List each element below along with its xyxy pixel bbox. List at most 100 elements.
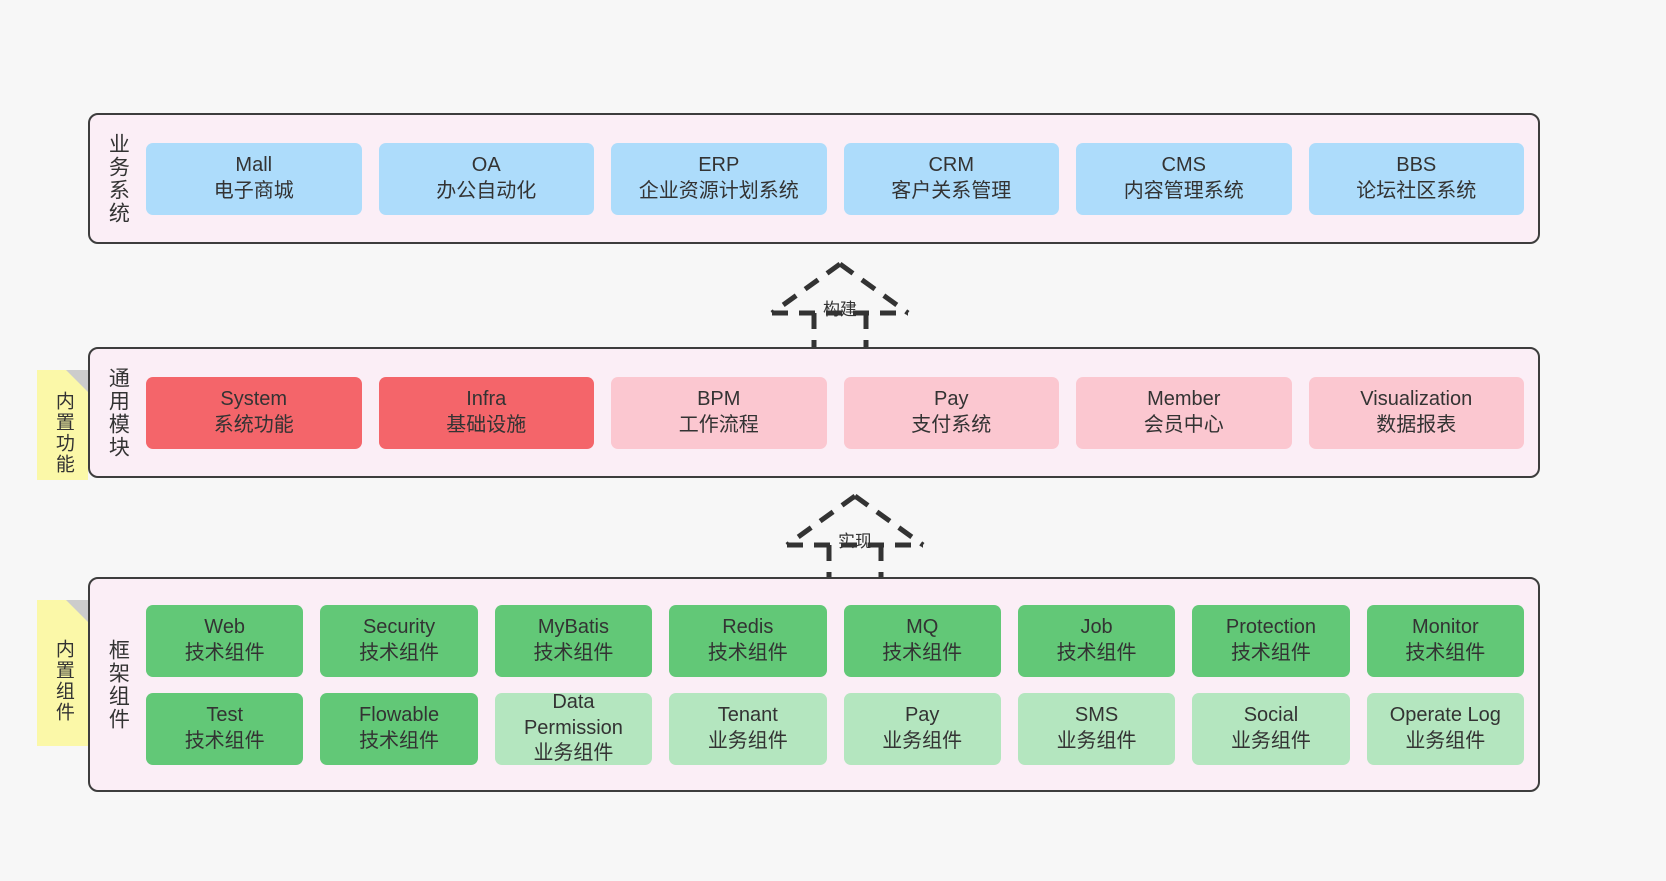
card-member[interactable]: Member 会员中心: [1076, 376, 1292, 449]
card-erp[interactable]: ERP 企业资源计划系统: [611, 142, 827, 215]
card-title: Visualization: [1360, 387, 1473, 410]
card-title: BPM: [697, 387, 741, 410]
card-title: Mall: [235, 153, 273, 176]
card-subtitle: 企业资源计划系统: [638, 179, 799, 202]
card-title: Monitor: [1411, 615, 1479, 638]
card-title: MQ: [906, 615, 939, 638]
card-title: Web: [204, 615, 246, 638]
card-subtitle: 业务组件: [1230, 729, 1311, 752]
card-system[interactable]: System 系统功能: [146, 376, 362, 449]
card-cms[interactable]: CMS 内容管理系统: [1076, 142, 1292, 215]
card-mybatis[interactable]: MyBatis 技术组件: [494, 604, 653, 677]
card-test[interactable]: Test 技术组件: [146, 692, 304, 765]
card-web[interactable]: Web 技术组件: [146, 604, 304, 677]
card-subtitle: 客户关系管理: [891, 179, 1012, 202]
card-social[interactable]: Social 业务组件: [1192, 692, 1350, 765]
connector-build: 构建: [760, 258, 920, 348]
card-pay-component[interactable]: Pay 业务组件: [843, 692, 1001, 765]
card-title: Test: [206, 703, 244, 726]
card-subtitle: 业务组件: [1056, 729, 1137, 752]
card-subtitle: 工作流程: [678, 413, 759, 436]
connector-implement: 实现: [775, 490, 935, 580]
card-subtitle: 技术组件: [359, 729, 440, 752]
layer-business-systems: 业务系统 Mall 电子商城 OA 办公自动化 ERP 企业资源计划系统 CRM…: [88, 113, 1540, 244]
note-label: 内置组件: [52, 639, 74, 723]
card-bpm[interactable]: BPM 工作流程: [611, 376, 827, 449]
layer-title-business-systems: 业务系统: [106, 132, 130, 225]
layer-body-business-systems: Mall 电子商城 OA 办公自动化 ERP 企业资源计划系统 CRM 客户关系…: [144, 115, 1538, 242]
card-title: ERP: [698, 153, 740, 176]
card-job[interactable]: Job 技术组件: [1017, 604, 1176, 677]
layer-framework-components: 框架组件 Web 技术组件 Security 技术组件 MyBatis 技术组件…: [88, 577, 1540, 792]
card-mall[interactable]: Mall 电子商城: [146, 142, 362, 215]
card-mq[interactable]: MQ 技术组件: [843, 604, 1001, 677]
card-crm[interactable]: CRM 客户关系管理: [843, 142, 1059, 215]
connector-label-build: 构建: [823, 300, 857, 319]
card-subtitle: 技术组件: [882, 641, 963, 664]
card-subtitle: 数据报表: [1376, 413, 1457, 436]
card-sms[interactable]: SMS 业务组件: [1017, 692, 1176, 765]
card-oa[interactable]: OA 办公自动化: [378, 142, 594, 215]
card-subtitle: 基础设施: [446, 413, 527, 436]
card-subtitle: 内容管理系统: [1123, 179, 1244, 202]
card-title: Data Permission: [523, 691, 623, 739]
note-builtin-functions: 内置功能: [37, 370, 88, 480]
card-data-permission[interactable]: Data Permission 业务组件: [494, 691, 653, 765]
connector-label-implement: 实现: [838, 532, 872, 551]
card-title: Operate Log: [1389, 703, 1501, 726]
card-title: Social: [1243, 703, 1299, 726]
card-subtitle: 会员中心: [1143, 413, 1224, 436]
card-subtitle: 技术组件: [1230, 641, 1311, 664]
card-title: CRM: [928, 153, 975, 176]
note-label: 内置功能: [52, 391, 74, 475]
card-title: SMS: [1074, 703, 1119, 726]
card-row: Test 技术组件 Flowable 技术组件 Data Permission …: [146, 691, 1524, 765]
card-subtitle: 技术组件: [707, 641, 788, 664]
card-subtitle: 业务组件: [707, 729, 788, 752]
card-title: CMS: [1161, 153, 1206, 176]
card-title: Tenant: [717, 703, 778, 726]
card-infra[interactable]: Infra 基础设施: [378, 376, 594, 449]
card-title: MyBatis: [537, 615, 609, 638]
card-pay[interactable]: Pay 支付系统: [843, 376, 1059, 449]
card-security[interactable]: Security 技术组件: [320, 604, 478, 677]
card-title: Redis: [722, 615, 774, 638]
card-tenant[interactable]: Tenant 业务组件: [669, 692, 827, 765]
layer-common-modules: 通用模块 System 系统功能 Infra 基础设施 BPM 工作流程 Pay…: [88, 347, 1540, 478]
dashed-hollow-arrow-icon: [770, 261, 910, 348]
card-redis[interactable]: Redis 技术组件: [669, 604, 827, 677]
card-title: Security: [362, 615, 436, 638]
card-monitor[interactable]: Monitor 技术组件: [1366, 604, 1524, 677]
card-flowable[interactable]: Flowable 技术组件: [320, 692, 478, 765]
card-title: Member: [1147, 387, 1221, 410]
card-subtitle: 支付系统: [911, 413, 992, 436]
card-title: Pay: [904, 703, 940, 726]
card-visualization[interactable]: Visualization 数据报表: [1308, 376, 1524, 449]
card-row: System 系统功能 Infra 基础设施 BPM 工作流程 Pay 支付系统…: [146, 376, 1524, 449]
card-subtitle: 技术组件: [533, 641, 614, 664]
card-subtitle: 系统功能: [213, 413, 294, 436]
note-builtin-components: 内置组件: [37, 600, 88, 746]
card-title: System: [220, 387, 288, 410]
card-title: Protection: [1225, 615, 1316, 638]
card-row: Mall 电子商城 OA 办公自动化 ERP 企业资源计划系统 CRM 客户关系…: [146, 142, 1524, 215]
card-bbs[interactable]: BBS 论坛社区系统: [1308, 142, 1524, 215]
layer-title-common-modules: 通用模块: [106, 366, 130, 459]
card-subtitle: 业务组件: [533, 742, 614, 765]
card-title: Flowable: [359, 703, 440, 726]
card-subtitle: 业务组件: [1405, 729, 1486, 752]
layer-body-framework-components: Web 技术组件 Security 技术组件 MyBatis 技术组件 Redi…: [144, 579, 1538, 790]
card-subtitle: 技术组件: [184, 729, 265, 752]
card-operate-log[interactable]: Operate Log 业务组件: [1366, 692, 1524, 765]
card-subtitle: 论坛社区系统: [1356, 179, 1477, 202]
layer-body-common-modules: System 系统功能 Infra 基础设施 BPM 工作流程 Pay 支付系统…: [144, 349, 1538, 476]
card-subtitle: 业务组件: [882, 729, 963, 752]
card-subtitle: 技术组件: [1405, 641, 1486, 664]
card-title: BBS: [1396, 153, 1437, 176]
card-row: Web 技术组件 Security 技术组件 MyBatis 技术组件 Redi…: [146, 604, 1524, 677]
card-title: Job: [1080, 615, 1113, 638]
card-title: Pay: [934, 387, 969, 410]
layer-title-framework-components: 框架组件: [106, 638, 130, 731]
card-protection[interactable]: Protection 技术组件: [1192, 604, 1350, 677]
card-subtitle: 电子商城: [213, 179, 294, 202]
